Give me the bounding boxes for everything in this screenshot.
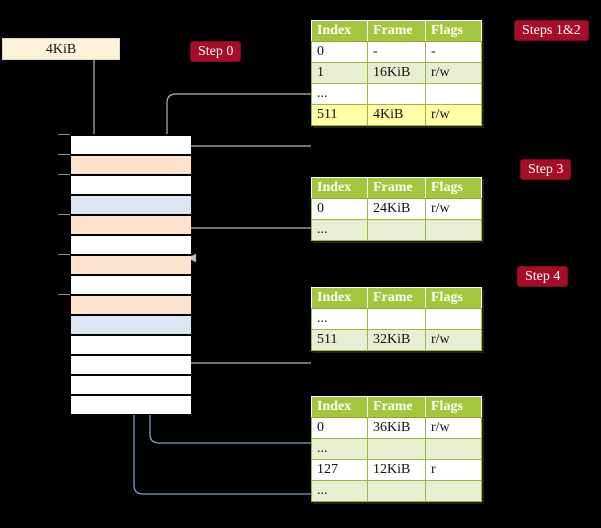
memory-frame-row [71,255,191,275]
memory-tick [58,154,70,155]
table-cell: 12KiB [367,459,426,481]
table-cell [367,308,426,330]
table-cell [367,219,426,241]
memory-frame-row [71,315,191,335]
table-cell [367,480,426,502]
table-cell: - [425,41,482,63]
table-cell: 511 [311,329,368,351]
table-cell: ... [311,308,368,330]
table-cell [367,438,426,460]
table-cell: 0 [311,417,368,439]
table-row: ... [311,219,482,241]
table-cell: ... [311,480,368,502]
table-cell: r/w [425,198,482,220]
table-row: 0-- [311,41,482,63]
source-frame-box: 4KiB [2,38,120,60]
column-header-flags: Flags [425,20,482,42]
table-cell: 127 [311,459,368,481]
column-header-frame: Frame [367,177,426,199]
memory-frame-row [71,195,191,215]
memory-frame-row [71,135,191,155]
table-cell: r [425,459,482,481]
table-cell [425,219,482,241]
memory-tick [58,294,70,295]
table-cell: 36KiB [367,417,426,439]
table-row: ... [311,480,482,502]
table-cell: 0 [311,41,368,63]
memory-frame-row [71,275,191,295]
badge-step-4: Step 4 [517,266,569,287]
column-header-index: Index [311,177,368,199]
memory-frame-row [71,155,191,175]
table-cell [367,83,426,105]
memory-tick [58,214,70,215]
table-cell [425,480,482,502]
memory-tick [58,174,70,175]
table-cell: 16KiB [367,62,426,84]
badge-steps-1-2: Steps 1&2 [514,20,589,41]
table-cell: r/w [425,104,482,126]
memory-frame-row [71,215,191,235]
column-header-index: Index [311,20,368,42]
table-row: ... [311,83,482,105]
badge-step-3: Step 3 [520,159,572,180]
memory-tick [58,254,70,255]
memory-frame-row [71,175,191,195]
table-row: ... [311,438,482,460]
table-cell: r/w [425,417,482,439]
physical-memory-column [70,134,191,415]
memory-frame-row [71,375,191,395]
table-cell: ... [311,83,368,105]
table-cell: 4KiB [367,104,426,126]
column-header-frame: Frame [367,396,426,418]
memory-frame-row [71,395,191,415]
table-cell: 511 [311,104,368,126]
table-cell: - [367,41,426,63]
memory-frame-row [71,235,191,255]
table-cell: 1 [311,62,368,84]
memory-frame-row [71,355,191,375]
table-cell [425,83,482,105]
column-header-flags: Flags [425,396,482,418]
column-header-frame: Frame [367,287,426,309]
wire-table3-to-memory [172,309,311,364]
table-cell: ... [311,438,368,460]
table-cell [425,438,482,460]
column-header-index: Index [311,396,368,418]
column-header-frame: Frame [367,20,426,42]
table-cell: r/w [425,329,482,351]
table-cell [425,308,482,330]
table-cell: 32KiB [367,329,426,351]
column-header-index: Index [311,287,368,309]
table-cell: 0 [311,198,368,220]
table-row: ... [311,308,482,330]
column-header-flags: Flags [425,287,482,309]
table-cell: r/w [425,62,482,84]
table-cell: ... [311,219,368,241]
memory-frame-row [71,295,191,315]
badge-step-0: Step 0 [190,41,242,62]
table-cell: 24KiB [367,198,426,220]
column-header-flags: Flags [425,177,482,199]
memory-tick [58,134,70,135]
memory-frame-row [71,335,191,355]
